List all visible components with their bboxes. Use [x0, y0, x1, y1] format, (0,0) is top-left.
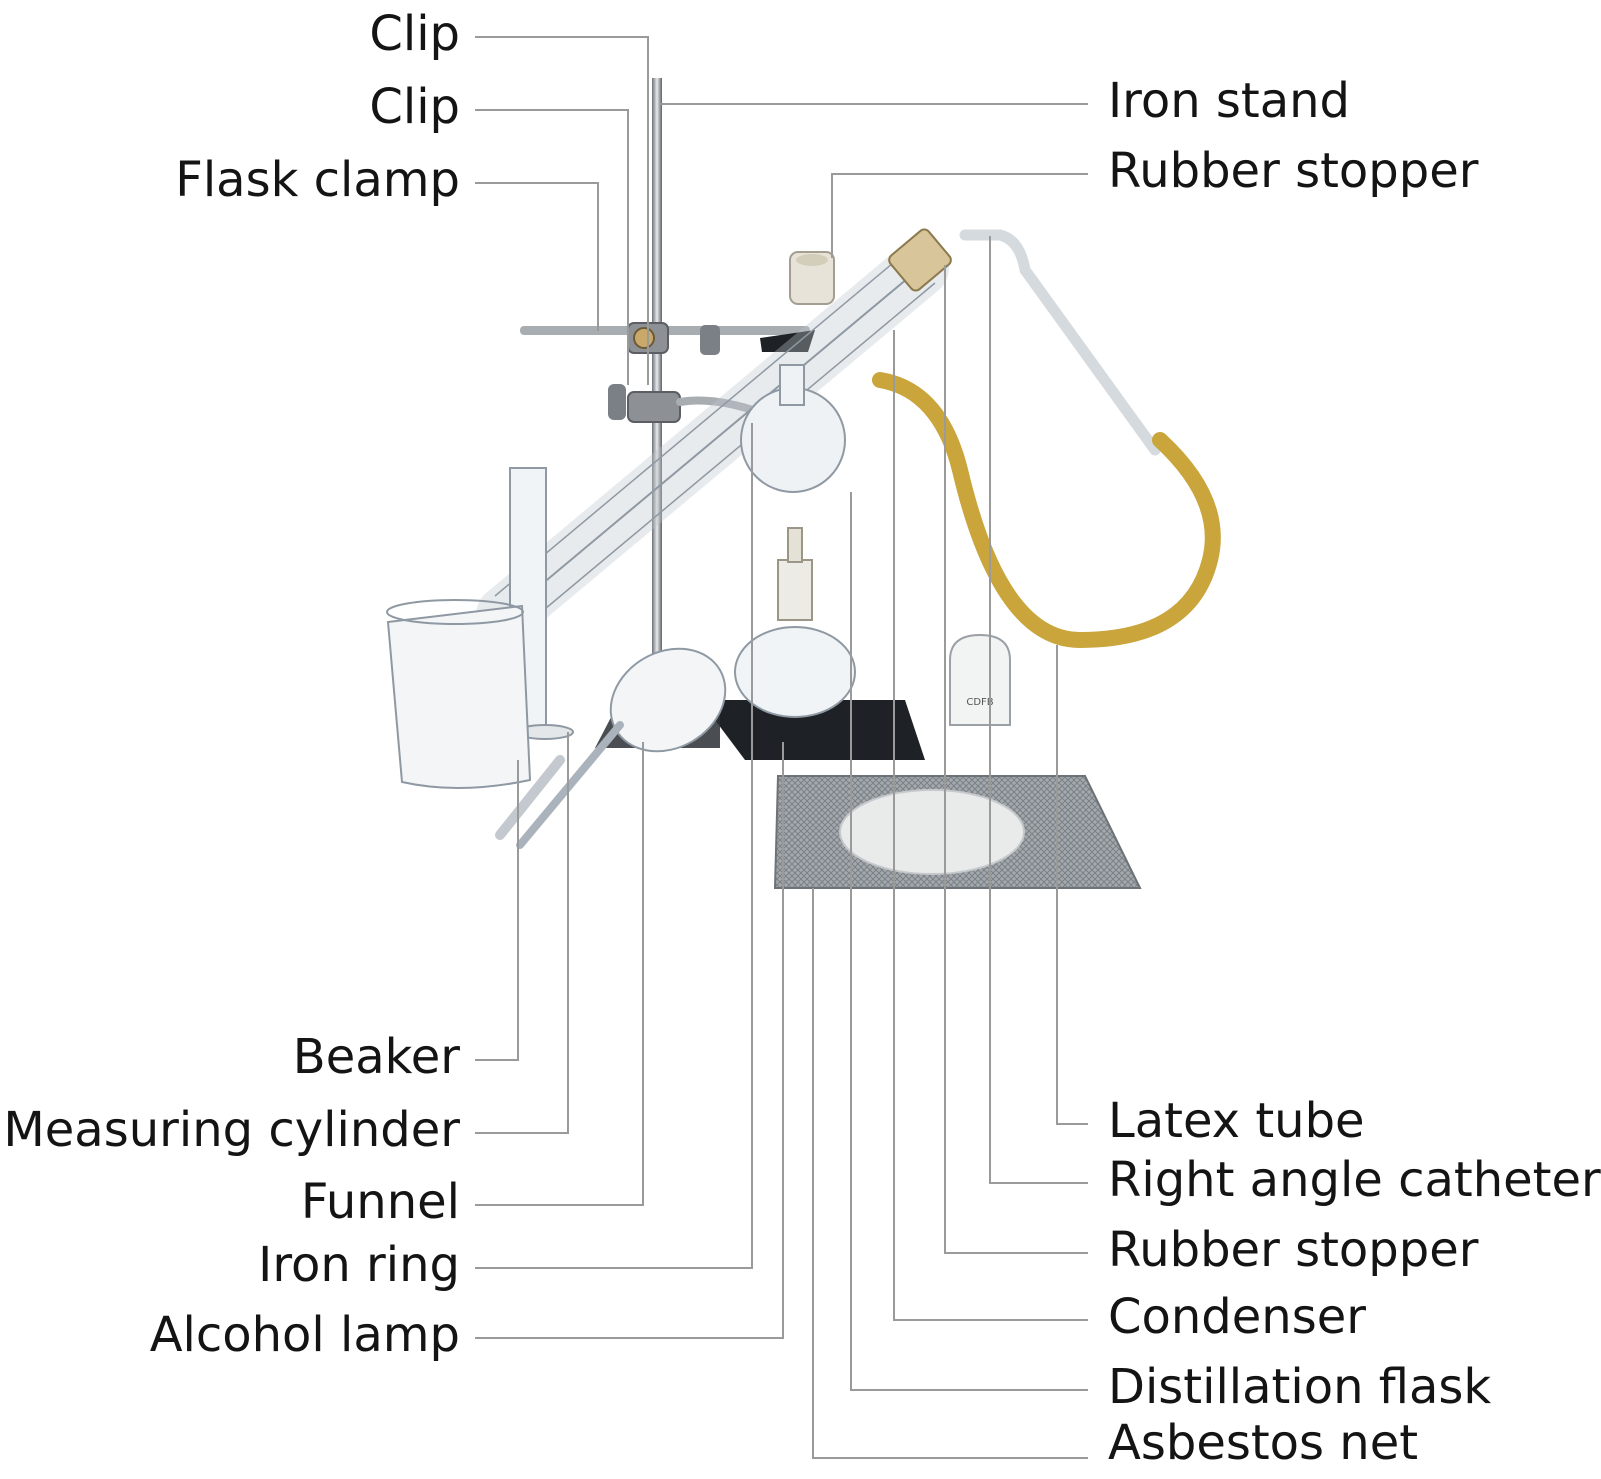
- alcohol-lamp-glass: [734, 527, 856, 718]
- leader-line-rubber-stopper-2: [944, 265, 1088, 1254]
- leader-line-clip-1: [475, 36, 649, 385]
- leader-line-distillation-flask: [850, 492, 1088, 1391]
- label-clip-2: Clip: [369, 79, 460, 135]
- funnel-glass: [516, 647, 727, 849]
- leader-line-iron-ring: [475, 423, 753, 1269]
- label-alcohol-lamp: Alcohol lamp: [149, 1307, 460, 1363]
- label-measuring-cylinder: Measuring cylinder: [3, 1102, 460, 1158]
- label-rubber-stopper-2: Rubber stopper: [1108, 1222, 1479, 1278]
- label-asbestos-net: Asbestos net: [1108, 1415, 1419, 1471]
- leader-line-clip-2: [475, 109, 629, 385]
- condenser-glass: [476, 239, 949, 840]
- lamp-cap: CDFB: [949, 633, 1011, 726]
- leader-line-flask-clamp: [475, 182, 599, 331]
- label-iron-ring: Iron ring: [258, 1237, 460, 1293]
- label-iron-stand: Iron stand: [1108, 73, 1351, 129]
- base-plate: [700, 700, 925, 760]
- beaker-glass: [386, 599, 532, 789]
- leader-line-beaker: [475, 760, 519, 1061]
- label-latex-tube: Latex tube: [1108, 1093, 1365, 1149]
- label-rubber-stopper-1: Rubber stopper: [1108, 143, 1479, 199]
- leader-line-funnel: [475, 742, 644, 1206]
- distillation-flask-glass: [740, 364, 846, 493]
- label-clip-1: Clip: [369, 6, 460, 62]
- leader-lines: [475, 36, 1088, 1459]
- leader-line-asbestos-net: [812, 888, 1088, 1459]
- label-funnel: Funnel: [300, 1174, 460, 1230]
- label-flask-clamp: Flask clamp: [175, 152, 460, 208]
- clip-boss-bottom: [627, 391, 681, 423]
- leader-line-measuring-cylinder: [475, 732, 569, 1134]
- condenser-stopper: [888, 228, 952, 292]
- label-beaker: Beaker: [292, 1029, 460, 1085]
- latex-tube-shape: [872, 372, 1221, 649]
- label-right-angle-catheter: Right angle catheter: [1108, 1152, 1601, 1208]
- leader-line-alcohol-lamp: [475, 742, 784, 1339]
- leader-line-right-angle-catheter: [989, 236, 1088, 1184]
- leader-line-condenser: [893, 330, 1088, 1321]
- rubber-stopper-piece: [789, 251, 835, 305]
- right-angle-catheter-glass: [959, 229, 1161, 456]
- leader-line-rubber-stopper-1: [831, 173, 1088, 258]
- asbestos-net-shape: [773, 775, 1142, 889]
- label-distillation-flask: Distillation flask: [1108, 1359, 1492, 1415]
- label-condenser: Condenser: [1108, 1289, 1366, 1345]
- leader-line-latex-tube: [1056, 645, 1088, 1125]
- lamp-cap-mark: CDFB: [966, 697, 993, 708]
